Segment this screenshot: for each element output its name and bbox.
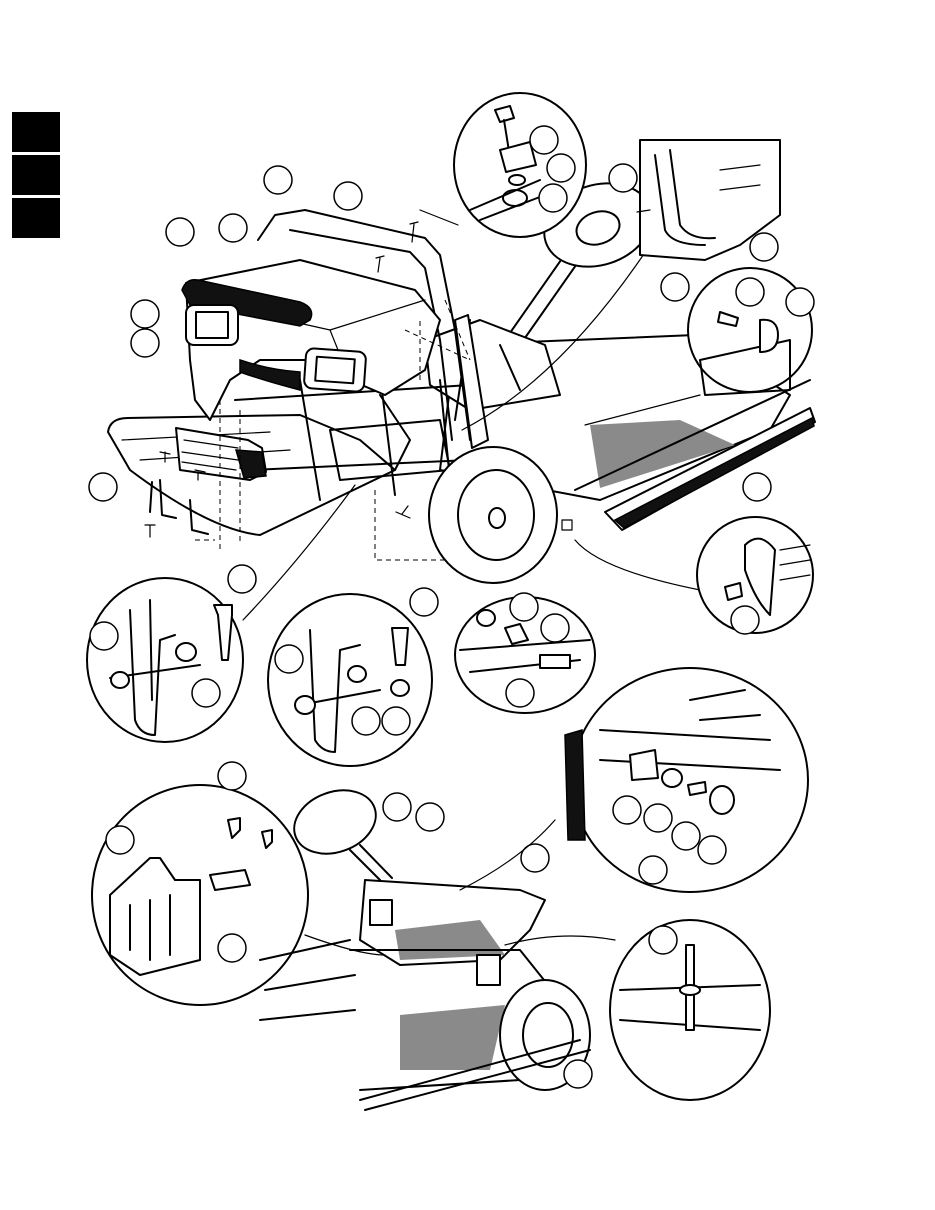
detail-dash-light — [564, 667, 809, 893]
lower-vehicle-view — [259, 789, 616, 1111]
detail-side-trim-clip — [696, 516, 814, 635]
detail-bumper-mount-left — [86, 484, 356, 743]
main-view-fasteners — [144, 221, 573, 538]
detail-cup-holder — [91, 761, 309, 1006]
main-vehicle-assembly — [107, 182, 816, 591]
section-tab-1[interactable] — [12, 112, 60, 152]
main-view-callouts — [88, 165, 772, 502]
section-tab-2[interactable] — [12, 155, 60, 195]
floor-mat — [590, 420, 735, 488]
detail-bumper-mount-right — [267, 587, 439, 767]
section-tabs — [12, 112, 60, 241]
section-tab-3[interactable] — [12, 198, 60, 238]
dash-cowl — [424, 319, 561, 411]
detail-windshield-edge — [608, 139, 781, 302]
chassis-frame — [234, 374, 471, 501]
detail-carriage-bolt — [453, 92, 587, 238]
top-light-bar — [181, 278, 313, 327]
detail-rivet — [609, 919, 771, 1101]
detail-clip-mount — [687, 267, 815, 396]
bumper-brackets — [149, 479, 209, 535]
steering-wheel-lower — [293, 789, 377, 855]
windshield-strut — [454, 314, 489, 449]
detail-hardware-set — [454, 592, 596, 714]
support-frame — [257, 209, 471, 441]
